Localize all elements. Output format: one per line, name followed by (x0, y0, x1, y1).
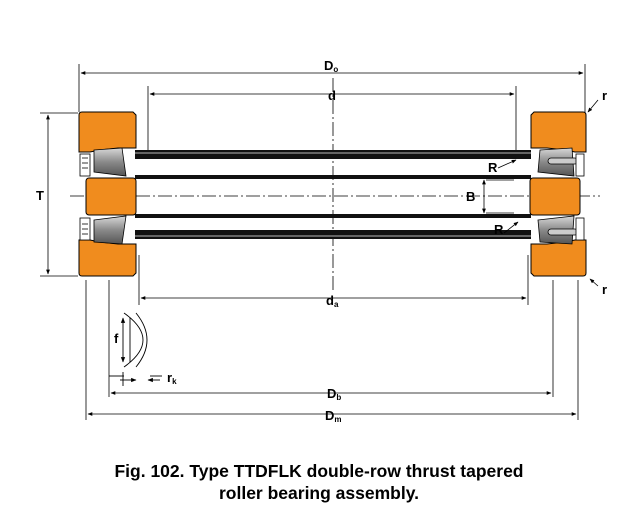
label-r-top: r (602, 88, 607, 103)
label-r-bottom: r (602, 282, 607, 297)
label-rk: rk (167, 370, 177, 386)
label-T: T (36, 188, 44, 203)
right-rollers (537, 147, 585, 245)
left-rollers (79, 147, 127, 245)
figure-caption: Fig. 102. Type TTDFLK double-row thrust … (0, 460, 638, 504)
label-Db: Db (327, 386, 341, 402)
roller-profile-detail (109, 312, 162, 386)
right-races (529, 111, 587, 277)
outer-race-shaft (135, 150, 531, 239)
label-B: B (466, 189, 475, 204)
label-da: da (326, 293, 339, 309)
bearing-diagram: Do d T B da Db Dm r r R R f rk (36, 58, 607, 424)
label-Dm: Dm (325, 408, 342, 424)
label-Do: Do (324, 58, 338, 74)
label-R-top: R (488, 160, 498, 175)
label-R-bottom: R (494, 222, 504, 237)
caption-line-1: Fig. 102. Type TTDFLK double-row thrust … (114, 461, 524, 481)
label-f: f (114, 331, 119, 346)
left-races (78, 111, 137, 277)
caption-line-2: roller bearing assembly. (218, 483, 420, 503)
label-d: d (328, 88, 336, 103)
